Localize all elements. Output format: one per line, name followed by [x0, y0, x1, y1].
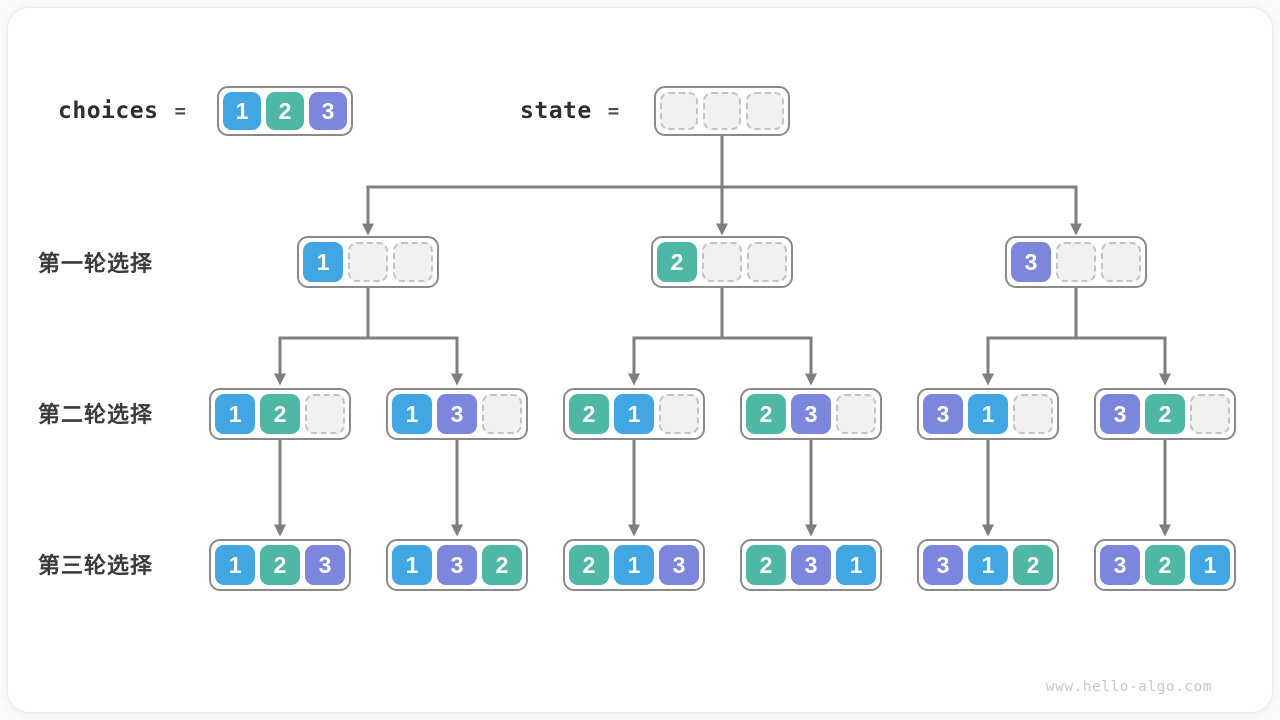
value-cell: 2 — [482, 545, 522, 585]
value-cell: 3 — [1100, 394, 1140, 434]
round1-node: 3 — [1005, 236, 1147, 288]
empty-cell — [1056, 242, 1096, 282]
value-cell: 2 — [1013, 545, 1053, 585]
empty-cell — [747, 242, 787, 282]
round1-node: 2 — [651, 236, 793, 288]
round1-node: 1 — [297, 236, 439, 288]
value-cell: 3 — [309, 92, 347, 130]
value-cell: 2 — [260, 545, 300, 585]
value-cell: 1 — [223, 92, 261, 130]
empty-cell — [348, 242, 388, 282]
value-cell: 1 — [614, 545, 654, 585]
value-cell: 2 — [569, 394, 609, 434]
state-array — [654, 86, 790, 136]
value-cell: 2 — [746, 545, 786, 585]
value-cell: 3 — [923, 545, 963, 585]
value-cell: 1 — [836, 545, 876, 585]
value-cell: 1 — [614, 394, 654, 434]
watermark: www.hello-algo.com — [1045, 679, 1212, 695]
value-cell: 1 — [968, 545, 1008, 585]
value-cell: 3 — [1100, 545, 1140, 585]
empty-cell — [1013, 394, 1053, 434]
empty-cell — [703, 92, 741, 130]
round-1-label: 第一轮选择 — [38, 251, 154, 276]
choices-legend: choices = — [58, 98, 186, 124]
empty-cell — [702, 242, 742, 282]
empty-cell — [660, 92, 698, 130]
empty-cell — [393, 242, 433, 282]
value-cell: 1 — [392, 394, 432, 434]
empty-cell — [836, 394, 876, 434]
value-cell: 1 — [392, 545, 432, 585]
choices-label: choices — [58, 98, 159, 124]
value-cell: 1 — [1190, 545, 1230, 585]
value-cell: 2 — [260, 394, 300, 434]
empty-cell — [659, 394, 699, 434]
value-cell: 1 — [215, 545, 255, 585]
value-cell: 3 — [791, 394, 831, 434]
value-cell: 3 — [1011, 242, 1051, 282]
value-cell: 3 — [437, 545, 477, 585]
empty-cell — [482, 394, 522, 434]
state-legend: state = — [520, 98, 619, 124]
value-cell: 2 — [266, 92, 304, 130]
value-cell: 3 — [659, 545, 699, 585]
empty-cell — [1190, 394, 1230, 434]
value-cell: 2 — [657, 242, 697, 282]
round-2-label: 第二轮选择 — [38, 402, 154, 427]
value-cell: 3 — [791, 545, 831, 585]
empty-cell — [746, 92, 784, 130]
value-cell: 3 — [437, 394, 477, 434]
round-3-label: 第三轮选择 — [38, 553, 154, 578]
value-cell: 2 — [746, 394, 786, 434]
value-cell: 3 — [305, 545, 345, 585]
value-cell: 2 — [569, 545, 609, 585]
value-cell: 1 — [215, 394, 255, 434]
choices-equals-sign: = — [174, 100, 186, 122]
value-cell: 2 — [1145, 545, 1185, 585]
value-cell: 1 — [303, 242, 343, 282]
empty-cell — [1101, 242, 1141, 282]
state-label: state — [520, 98, 592, 124]
empty-cell — [305, 394, 345, 434]
state-equals-sign: = — [607, 100, 620, 122]
value-cell: 2 — [1145, 394, 1185, 434]
value-cell: 1 — [968, 394, 1008, 434]
value-cell: 3 — [923, 394, 963, 434]
